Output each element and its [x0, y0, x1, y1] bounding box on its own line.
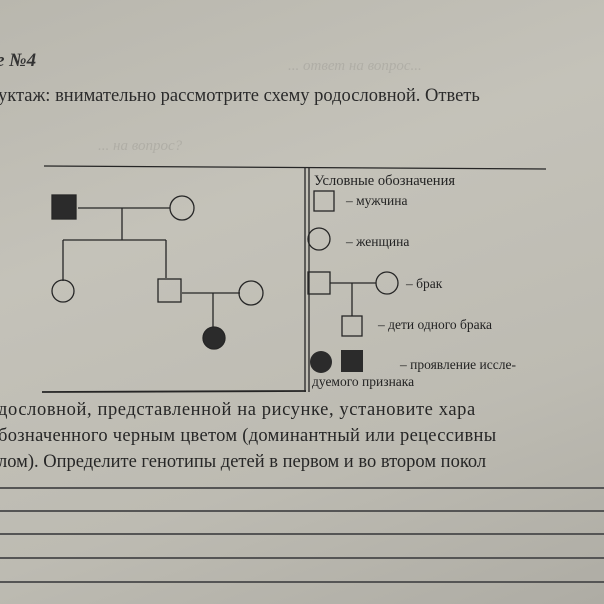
figure-bottom-border	[41, 390, 307, 393]
legend-title: Условные обозначения	[314, 173, 455, 189]
female-symbol	[169, 195, 195, 221]
task-title: е №4	[0, 50, 37, 71]
task-instruction: уктаж: внимательно рассмотрите схему род…	[0, 86, 480, 106]
answer-line	[0, 581, 604, 583]
answer-line	[0, 533, 604, 535]
legend-marriage-female-symbol	[375, 271, 399, 295]
legend-marriage-male-symbol	[307, 271, 331, 295]
legend-female-label: – женщина	[346, 234, 410, 249]
body-text-line: лом). Определите генотипы детей в первом…	[0, 452, 487, 472]
legend-children-label: – дети одного брака	[378, 317, 492, 332]
legend-male-label: – мужчина	[346, 193, 408, 208]
male-symbol	[157, 278, 182, 303]
female-symbol	[51, 279, 75, 303]
answer-line	[0, 557, 604, 559]
legend-trait-label: – проявление иссле-	[400, 357, 516, 372]
bleed-through-text: ... ответ на вопрос...	[288, 58, 422, 74]
body-text-line: дословной, представленной на рисунке, ус…	[0, 400, 476, 420]
legend-child-symbol	[341, 315, 363, 337]
body-text-line: бозначенного черным цветом (доминантный …	[0, 426, 497, 446]
answer-line	[0, 510, 604, 512]
legend-affected-male-symbol	[341, 350, 363, 372]
female-symbol	[238, 280, 264, 306]
legend-male-symbol	[313, 190, 335, 212]
affected-male-symbol	[51, 194, 77, 220]
legend-marriage-label: – брак	[406, 276, 443, 291]
figure-top-border	[43, 165, 547, 170]
affected-female-symbol	[202, 326, 226, 350]
legend-trait-label-cont: дуемого признака	[312, 374, 415, 389]
bleed-through-text: ... на вопрос?	[98, 138, 183, 154]
answer-line	[0, 487, 604, 489]
legend-female-symbol	[307, 227, 331, 251]
legend-affected-female-symbol	[310, 351, 332, 373]
